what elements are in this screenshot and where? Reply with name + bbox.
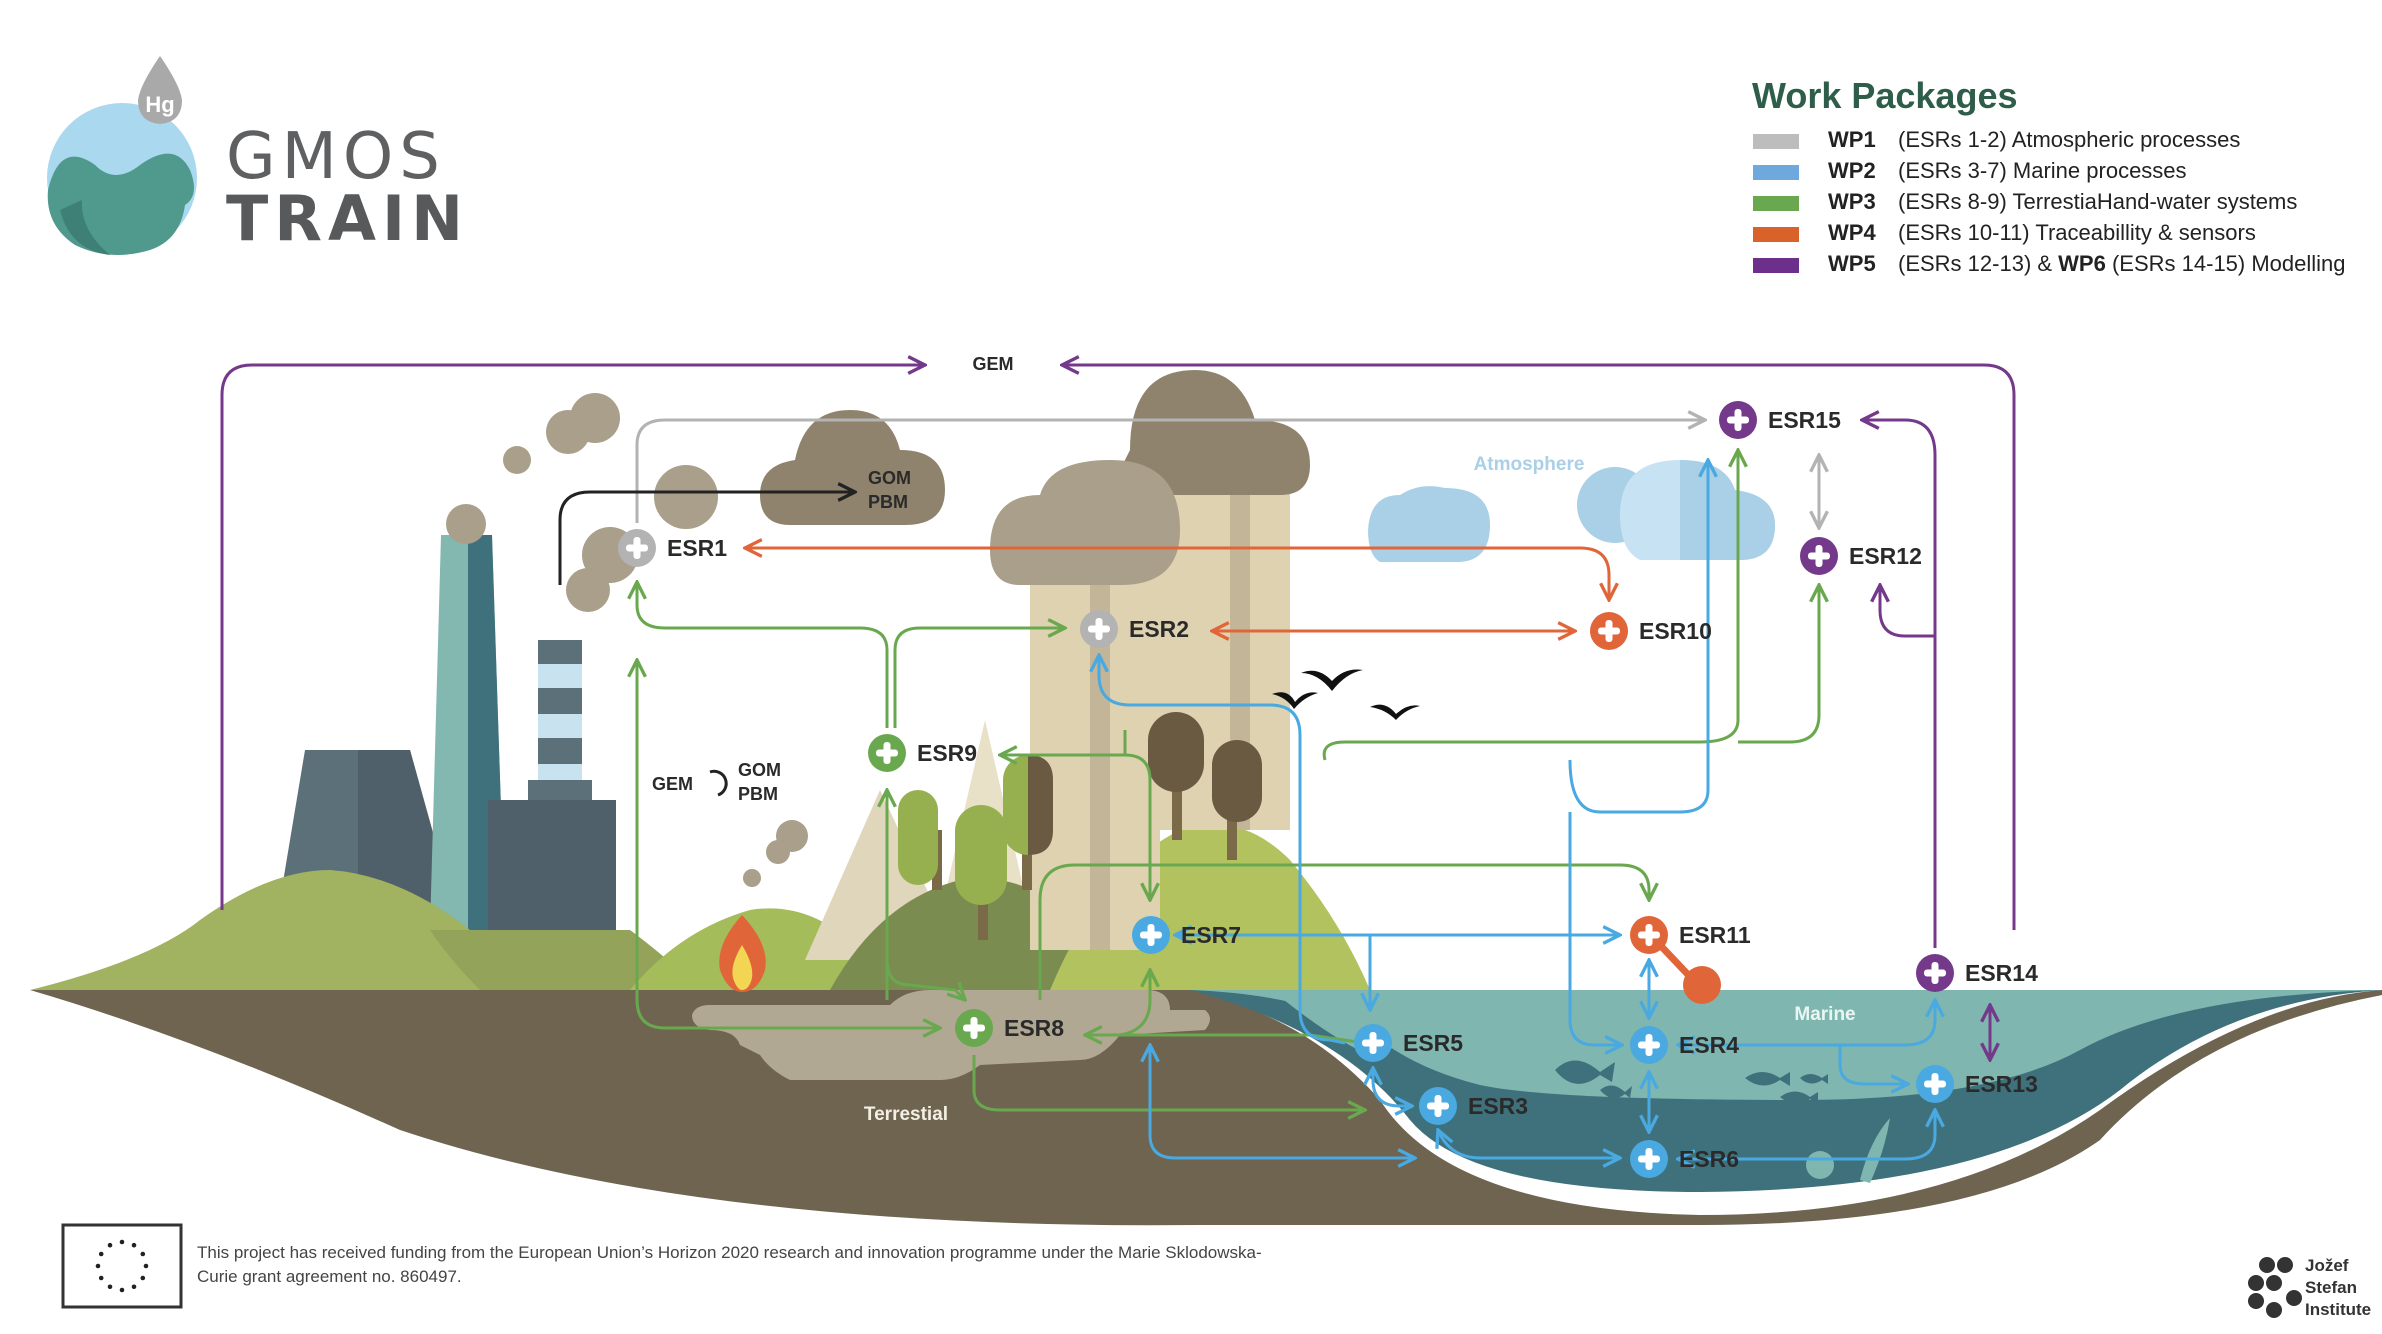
marine-label: Marine — [1794, 1004, 1855, 1025]
funding-line-1: This project has received funding from t… — [197, 1243, 1262, 1262]
node-label: ESR14 — [1965, 960, 2038, 986]
node-label: ESR5 — [1403, 1030, 1463, 1056]
gem-top-label: GEM — [972, 354, 1013, 374]
node-label: ESR13 — [1965, 1071, 2038, 1097]
node-label: ESR10 — [1639, 618, 1712, 644]
legend-wp: WP5 — [1828, 251, 1876, 276]
logo-gmos: GMOS — [226, 120, 446, 194]
legend-title: Work Packages — [1752, 75, 2017, 116]
mid-hill — [430, 930, 700, 990]
legend-text: (ESRs 10-11) Traceabillity & sensors — [1898, 220, 2256, 245]
legend-text: (ESRs 1-2) Atmospheric processes — [1898, 127, 2240, 152]
legend-swatch — [1753, 258, 1799, 273]
factory — [275, 504, 616, 930]
legend-item-wp4: WP4 (ESRs 10-11) Traceabillity & sensors — [1753, 220, 2256, 245]
blue-cloud-right — [1577, 460, 1775, 560]
node-esr13[interactable]: ESR13 — [1916, 1065, 2038, 1103]
blue-cloud-left — [1368, 486, 1490, 562]
drop-text: Hg — [145, 92, 174, 117]
legend-wp: WP4 — [1828, 220, 1876, 245]
atmosphere-label: Atmosphere — [1474, 454, 1585, 475]
node-label: ESR7 — [1181, 922, 1241, 948]
mercury-drop-icon: Hg — [138, 56, 182, 124]
legend-text: (ESRs 12-13) & WP6 (ESRs 14-15) Modellin… — [1898, 251, 2346, 276]
legend-swatch — [1753, 196, 1799, 211]
arrow-gem-right — [1062, 365, 2016, 930]
legend-text: (ESRs 8-9) TerrestiaHand-water systems — [1898, 189, 2297, 214]
logo-train: TRAIN — [226, 182, 469, 255]
node-esr5[interactable]: ESR5 — [1354, 1024, 1463, 1062]
brown-cloud-large — [1120, 370, 1310, 495]
eu-flag — [61, 1223, 183, 1309]
node-esr14[interactable]: ESR14 — [1916, 954, 2038, 992]
river — [1090, 905, 1395, 1060]
node-label: ESR4 — [1679, 1032, 1739, 1058]
node-label: ESR12 — [1849, 543, 1922, 569]
jsi-line-1: Jožef — [2305, 1256, 2349, 1275]
trees — [898, 712, 1262, 940]
node-esr2[interactable]: ESR2 — [1080, 610, 1189, 648]
arrow-gem-left — [220, 365, 925, 910]
sensor-probe-icon — [1657, 942, 1721, 1004]
jsi-dots-icon — [2248, 1257, 2302, 1318]
node-label: ESR8 — [1004, 1015, 1064, 1041]
legend-item-wp3: WP3 (ESRs 8-9) TerrestiaHand-water system… — [1753, 189, 2297, 214]
cloud-pbm: PBM — [868, 492, 908, 512]
gmos-train-logo: Hg GMOS TRAIN — [47, 56, 469, 255]
node-esr10[interactable]: ESR10 — [1590, 612, 1712, 650]
legend-swatch — [1753, 134, 1799, 149]
esr-nodes: ESR1ESR2ESR3ESR4ESR5ESR6ESR7ESR8ESR9ESR1… — [618, 401, 2038, 1178]
brown-cloud-small: GOM PBM — [760, 410, 945, 525]
legend-item-wp5: WP5 (ESRs 12-13) & WP6 (ESRs 14-15) Model… — [1753, 251, 2346, 276]
legend-wp: WP1 — [1828, 127, 1876, 152]
fish-icons — [1555, 1060, 1828, 1105]
legend: Work Packages WP1 (ESRs 1-2) Atmospheric … — [1752, 75, 2346, 276]
cloud-gom: GOM — [868, 468, 911, 488]
funding-line-2: Curie grant agreement no. 860497. — [197, 1267, 462, 1286]
globe-icon — [47, 103, 197, 255]
brown-cloud-mid — [990, 460, 1180, 585]
node-label: ESR2 — [1129, 616, 1189, 642]
node-esr6[interactable]: ESR6 — [1630, 1140, 1739, 1178]
node-label: ESR11 — [1679, 922, 1751, 948]
jsi-logo: Jožef Stefan Institute — [2248, 1256, 2371, 1319]
soil-layer — [692, 990, 1210, 1080]
cycle-gom: GOM — [738, 760, 781, 780]
legend-text: (ESRs 3-7) Marine processes — [1898, 158, 2187, 183]
legend-wp: WP2 — [1828, 158, 1876, 183]
mercury-cycle: GEM GOM PBM — [652, 760, 781, 804]
terrestial-label: Terrestial — [864, 1104, 948, 1125]
fire-icon — [719, 915, 766, 992]
jsi-line-2: Stefan — [2305, 1278, 2357, 1297]
legend-item-wp1: WP1 (ESRs 1-2) Atmospheric processes — [1753, 127, 2240, 152]
node-label: ESR6 — [1679, 1146, 1739, 1172]
node-label: ESR3 — [1468, 1093, 1528, 1119]
cycle-icon — [709, 769, 728, 797]
arrows — [220, 365, 2016, 1159]
node-esr12[interactable]: ESR12 — [1800, 537, 1922, 575]
cycle-pbm: PBM — [738, 784, 778, 804]
node-esr8[interactable]: ESR8 — [955, 1009, 1064, 1047]
node-esr9[interactable]: ESR9 — [868, 734, 977, 772]
node-esr11[interactable]: ESR11 — [1630, 916, 1751, 954]
node-esr1[interactable]: ESR1 — [618, 529, 727, 567]
node-label: ESR9 — [917, 740, 977, 766]
legend-wp: WP3 — [1828, 189, 1876, 214]
birds-icon — [1272, 669, 1420, 720]
legend-item-wp2: WP2 (ESRs 3-7) Marine processes — [1753, 158, 2187, 183]
cycle-gem: GEM — [652, 774, 693, 794]
node-label: ESR1 — [667, 535, 727, 561]
node-label: ESR15 — [1768, 407, 1841, 433]
node-esr7[interactable]: ESR7 — [1132, 916, 1241, 954]
jsi-line-3: Institute — [2305, 1300, 2371, 1319]
node-esr15[interactable]: ESR15 — [1719, 401, 1841, 439]
legend-swatch — [1753, 165, 1799, 180]
node-esr3[interactable]: ESR3 — [1419, 1087, 1528, 1125]
node-esr4[interactable]: ESR4 — [1630, 1026, 1739, 1064]
legend-swatch — [1753, 227, 1799, 242]
